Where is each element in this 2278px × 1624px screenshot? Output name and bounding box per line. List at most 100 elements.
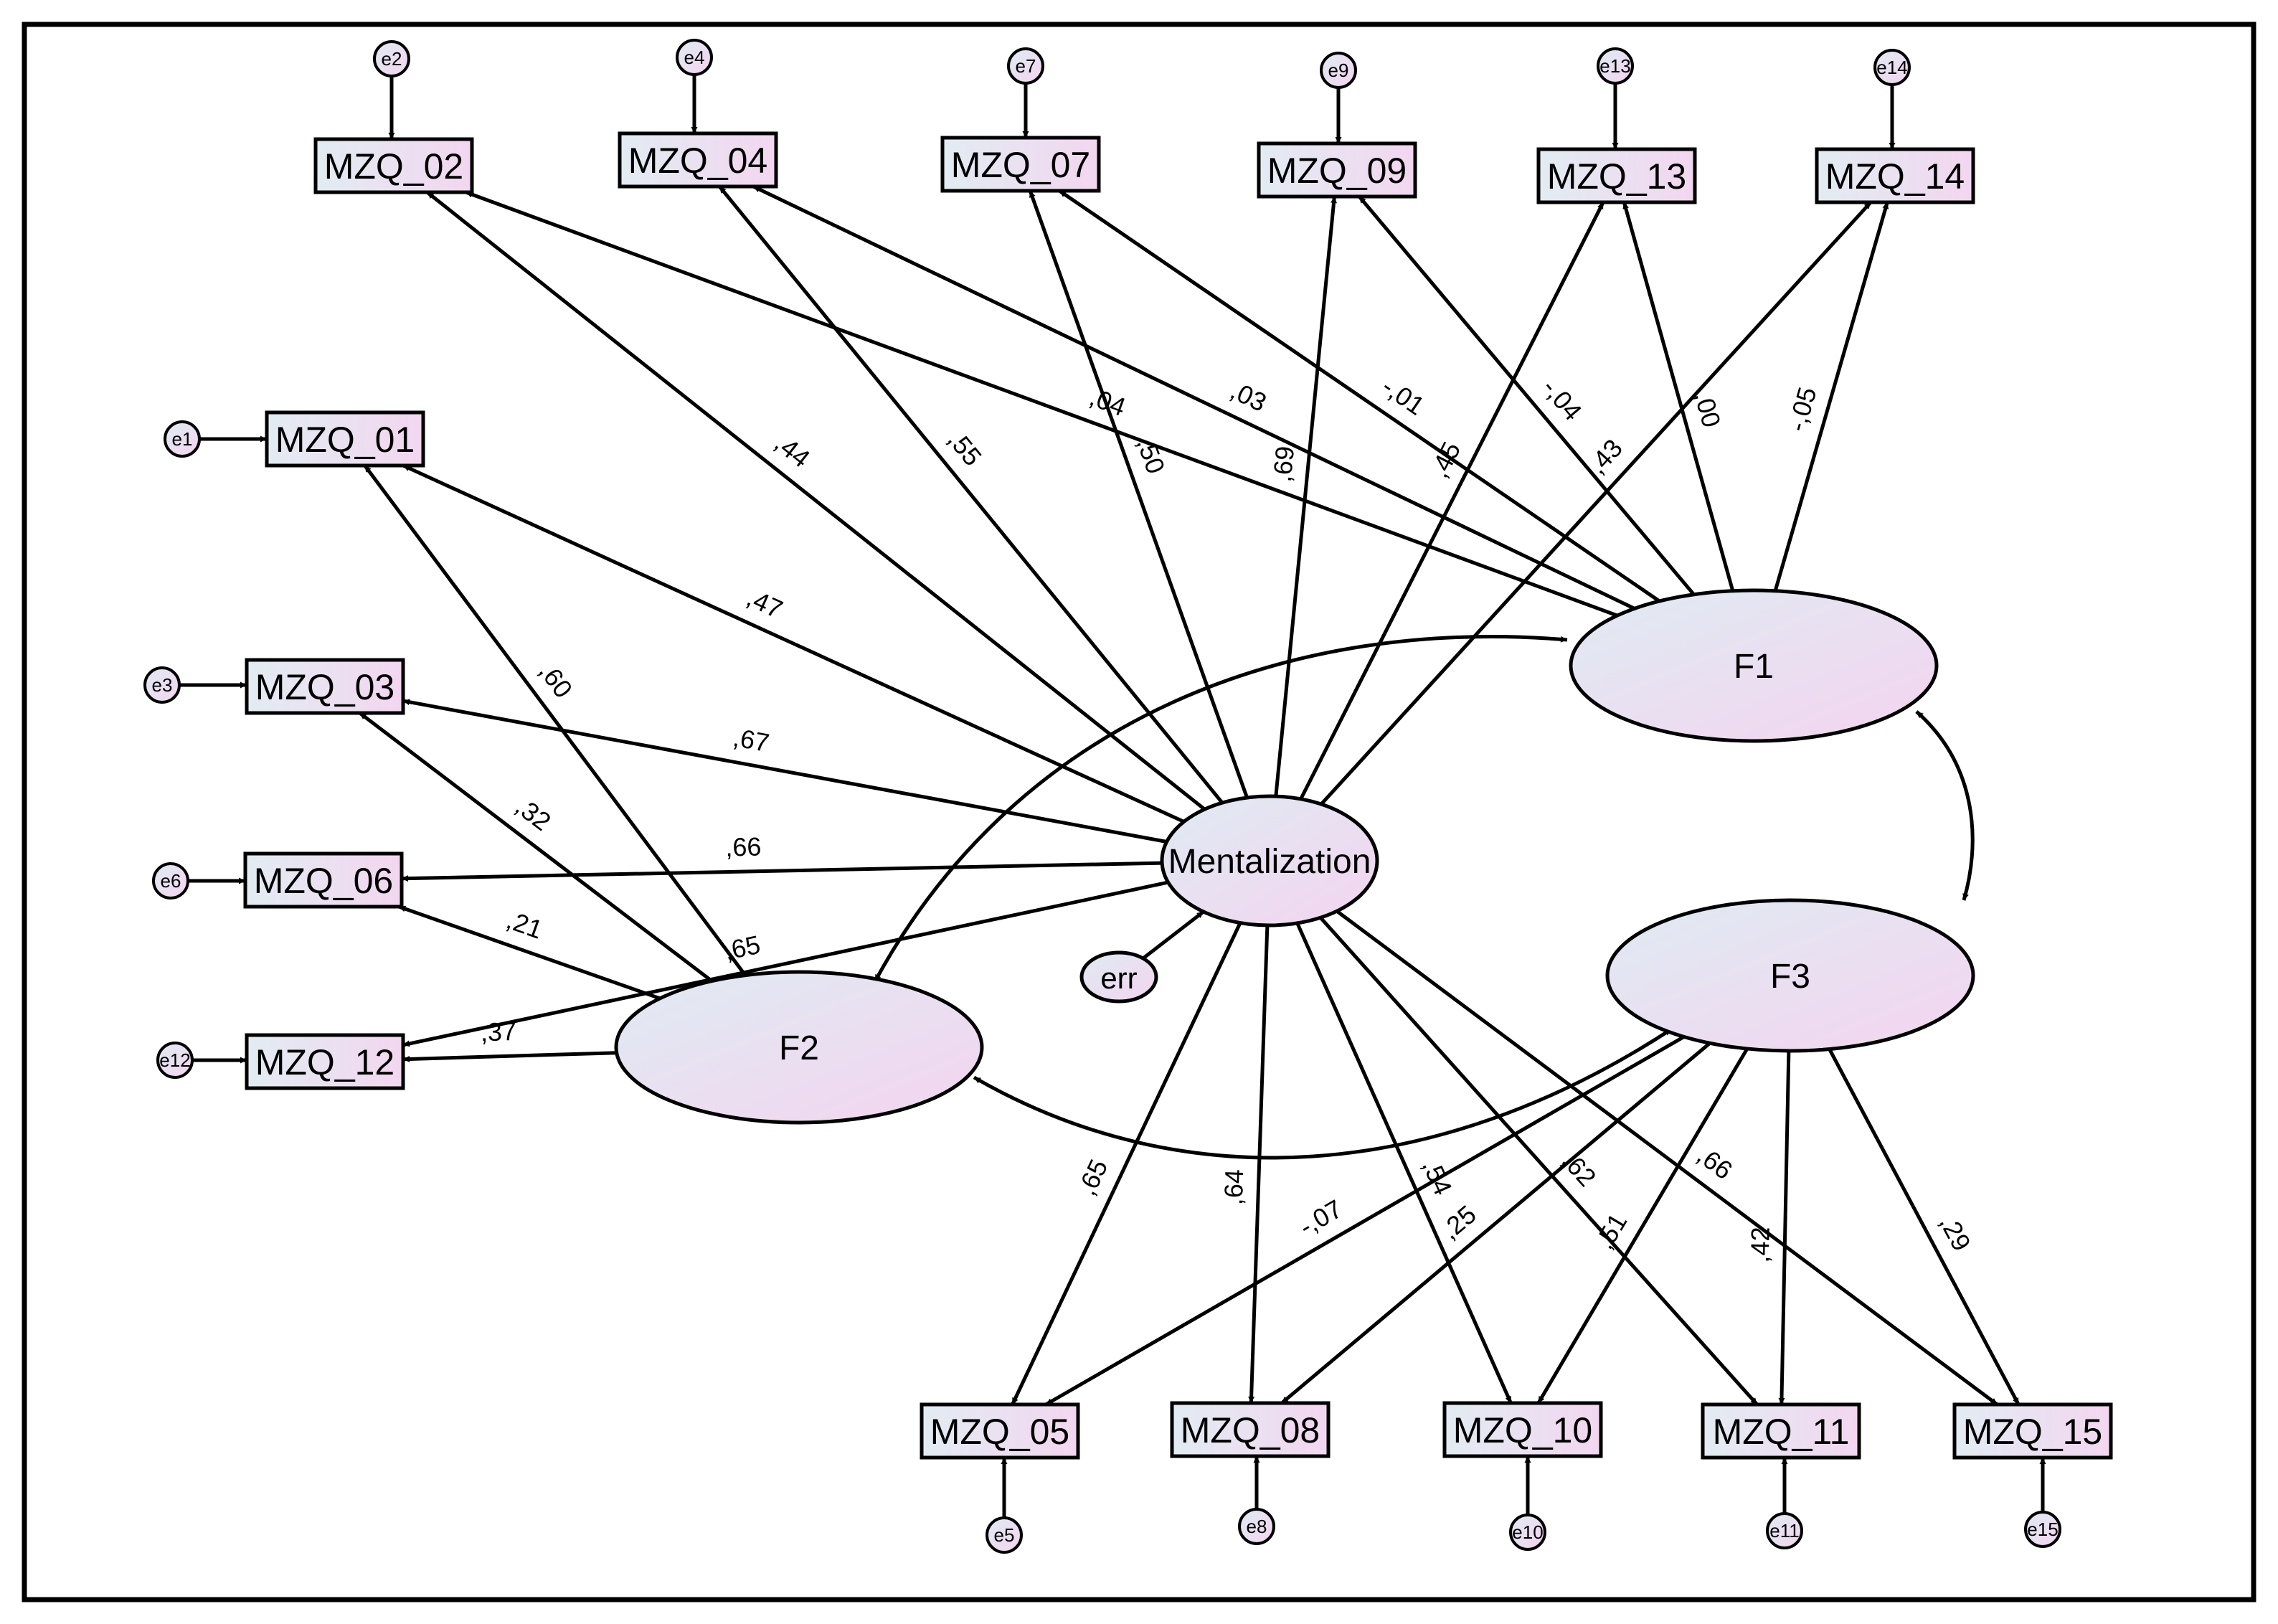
latent-variables: Mentalization F1 F2 F3 err [614,588,1975,1125]
observed-mzq-09: MZQ_09 [1257,141,1417,199]
observed-label: MZQ_04 [628,141,768,181]
error-e4: e4 [676,39,713,76]
observed-mzq-03: MZQ_03 [245,658,405,715]
coef-f2-mzq-12: ,37 [480,1016,516,1047]
observed-label: MZQ_15 [1963,1412,2103,1452]
error-e15: e15 [2024,1511,2061,1548]
coef-mentalization-mzq-12: ,65 [722,930,762,966]
observed-label: MZQ_07 [951,145,1091,185]
covariance-curves [873,635,1975,1160]
observed-label: MZQ_05 [930,1412,1070,1452]
observed-label: MZQ_10 [1453,1410,1593,1450]
error-e2: e2 [373,40,410,77]
observed-label: MZQ_09 [1267,151,1407,191]
error-label: e3 [152,674,173,696]
diagram-frame [22,22,2256,1602]
error-label: e6 [161,870,181,892]
observed-label: MZQ_11 [1713,1412,1850,1452]
error-e12: e12 [156,1042,194,1079]
error-label: e5 [994,1524,1015,1546]
observed-mzq-07: MZQ_07 [940,136,1101,193]
path-f1-mzq-04 [752,184,1635,610]
observed-mzq-11: MZQ_11 [1701,1402,1861,1460]
path-f1-mzq-13 [1622,202,1735,592]
latent-label: F3 [1770,958,1810,996]
error-e11: e11 [1766,1512,1803,1549]
observed-label: MZQ_08 [1181,1410,1320,1450]
latent-label: Mentalization [1168,843,1371,881]
error-label: e4 [684,47,705,68]
latent-f2: F2 [614,970,984,1125]
latent-mentalization: Mentalization [1160,794,1379,927]
error-label: e14 [1876,57,1907,78]
error-e6: e6 [152,862,189,900]
path-mentalization-mzq-05 [1011,922,1242,1406]
observed-mzq-14: MZQ_14 [1815,147,1975,204]
observed-mzq-02: MZQ_02 [313,137,474,194]
error-e10: e10 [1509,1514,1546,1551]
error-label: e8 [1247,1516,1267,1537]
observed-mzq-10: MZQ_10 [1442,1401,1603,1458]
observed-mzq-04: MZQ_04 [618,131,778,189]
cov-f1-f3 [1915,710,1975,901]
path-mentalization-mzq-08 [1248,925,1270,1404]
path-f2-mzq-12 [402,1051,617,1062]
latent-f3: F3 [1605,898,1975,1053]
path-f1-mzq-09 [1358,195,1696,596]
path-f3-mzq-11 [1778,1050,1791,1405]
error-label: e15 [2027,1519,2058,1540]
error-label: e9 [1328,60,1349,81]
error-label: e10 [1512,1521,1543,1543]
observed-mzq-01: MZQ_01 [265,410,425,468]
observed-mzq-13: MZQ_13 [1536,147,1697,204]
error-terms: e1 e2 e3 e4 e5 e6 e7 e8 e9 e10 e11 e12 e… [143,39,2061,1554]
path-f3-mzq-08 [1280,1042,1711,1405]
observed-label: MZQ_14 [1825,156,1965,197]
path-mentalization-mzq-15 [1336,910,1998,1407]
error-e14: e14 [1873,49,1911,86]
coef-mentalization-mzq-03: ,67 [731,722,772,757]
path-f1-mzq-02 [465,190,1618,618]
path-f1-mzq-14 [1773,202,1889,592]
error-label: e12 [159,1049,190,1071]
coef-mentalization-mzq-08: ,64 [1219,1169,1249,1205]
cov-f1-f2 [873,635,1568,983]
error-e8: e8 [1238,1508,1275,1545]
path-f1-mzq-07 [1058,189,1660,603]
error-label: e2 [382,48,402,70]
observed-label: MZQ_13 [1547,156,1687,197]
coef-f3-mzq-11: ,42 [1745,1227,1775,1263]
observed-label: MZQ_01 [275,420,415,460]
path-mentalization-mzq-11 [1319,916,1759,1406]
observed-mzq-12: MZQ_12 [245,1033,405,1090]
observed-label: MZQ_03 [255,667,395,707]
observed-label: MZQ_06 [254,861,394,901]
latent-label: F2 [779,1029,819,1067]
coef-mentalization-mzq-09: ,69 [1267,445,1300,483]
path-f3-mzq-10 [1536,1047,1749,1405]
error-e9: e9 [1320,52,1357,89]
error-e1: e1 [164,420,201,458]
error-e7: e7 [1007,47,1044,85]
error-label: e13 [1599,55,1630,77]
error-e13: e13 [1597,47,1634,85]
observed-mzq-08: MZQ_08 [1170,1401,1331,1458]
cov-f2-f3 [973,1027,1673,1160]
observed-mzq-06: MZQ_06 [243,851,404,909]
observed-variables: MZQ_01 MZQ_02 MZQ_03 MZQ_04 MZQ_05 MZQ_0… [243,131,2113,1460]
error-e3: e3 [143,666,181,704]
observed-mzq-15: MZQ_15 [1952,1402,2113,1460]
latent-label: err [1100,961,1137,995]
path-f2-mzq-01 [363,464,747,977]
error-label: e7 [1016,55,1036,77]
path-mentalization-mzq-10 [1295,922,1513,1405]
observed-label: MZQ_12 [255,1042,395,1082]
latent-label: F1 [1734,648,1774,686]
error-label: e1 [172,428,193,450]
observed-mzq-05: MZQ_05 [920,1402,1080,1460]
error-label: e11 [1769,1520,1799,1542]
latent-err: err [1079,950,1158,1004]
path-f3-mzq-05 [1044,1035,1685,1407]
error-e5: e5 [986,1516,1023,1554]
